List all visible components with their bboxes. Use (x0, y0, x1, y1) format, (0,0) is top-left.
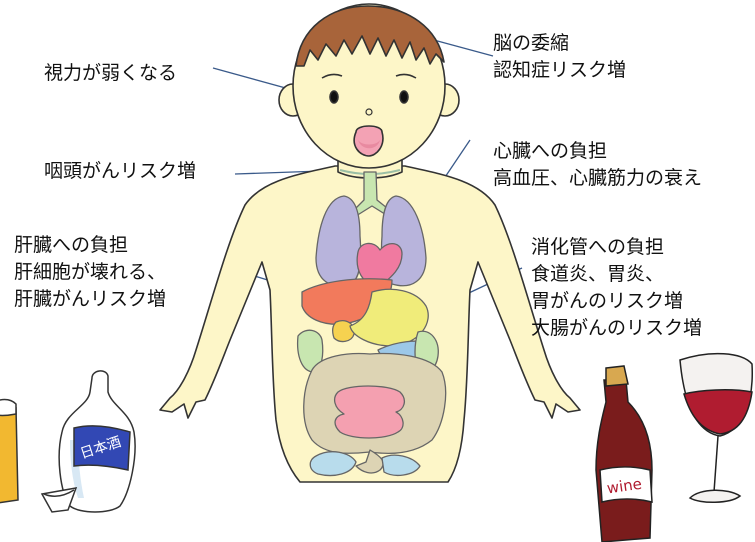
wine-glass-stem (714, 436, 718, 492)
digestive-label-line3: 胃がんのリスク増 (531, 288, 702, 315)
liver-label-line1: 肝臓への負担 (14, 232, 166, 259)
wine-bottle (596, 380, 652, 542)
left-eye (330, 91, 338, 103)
heart-label-line1: 心臓への負担 (493, 138, 702, 165)
eyes-label-text: 視力が弱くなる (44, 60, 177, 87)
beer-glass-body (0, 408, 18, 504)
heart-effect-label: 心臓への負担 高血圧、心臓筋力の衰え (493, 138, 702, 192)
right-eye (400, 91, 408, 103)
small-intestine (335, 386, 405, 438)
digestive-label-line1: 消化管への負担 (531, 234, 702, 261)
brain-label-line2: 認知症リスク増 (493, 57, 626, 84)
gallbladder (333, 321, 355, 342)
brain-label-line1: 脳の委縮 (493, 30, 626, 57)
digestive-effect-label: 消化管への負担 食道炎、胃炎、 胃がんのリスク増 大腸がんのリスク増 (531, 234, 702, 342)
liver-effect-label: 肝臓への負担 肝細胞が壊れる、 肝臓がんリスク増 (14, 232, 166, 313)
beer-foam (0, 400, 16, 416)
eyes-effect-label: 視力が弱くなる (44, 60, 177, 87)
throat-label-text: 咽頭がんリスク増 (44, 158, 196, 185)
wine-liquid (684, 390, 752, 434)
wine-set: wine (596, 354, 752, 542)
wine-cork (606, 366, 628, 386)
digestive-label-line2: 食道炎、胃炎、 (531, 261, 702, 288)
liver-label-line2: 肝細胞が壊れる、 (14, 259, 166, 286)
brain-effect-label: 脳の委縮 認知症リスク増 (493, 30, 626, 84)
heart-label-line2: 高血圧、心臓筋力の衰え (493, 165, 702, 192)
beer-glass (0, 400, 18, 505)
wine-glass-base (690, 490, 740, 502)
throat-effect-label: 咽頭がんリスク増 (44, 158, 196, 185)
digestive-label-line4: 大腸がんのリスク増 (531, 315, 702, 342)
liver-label-line3: 肝臓がんリスク増 (14, 286, 166, 313)
sake-set: 日本酒 (42, 371, 135, 512)
